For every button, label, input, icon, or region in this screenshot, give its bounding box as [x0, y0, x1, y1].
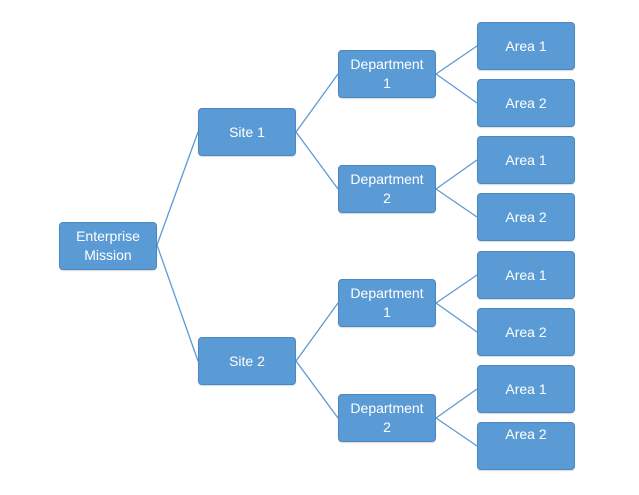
- connector-site-2-department-2: [295, 360, 339, 419]
- department-node-label-line-1: Department: [350, 171, 424, 187]
- connector-site-2-department-1: [295, 302, 339, 362]
- department-node-label-line-2: 1: [383, 75, 391, 91]
- department-node-label-line-1: Department: [350, 400, 424, 416]
- area-node-s2-d1-2: Area 2: [477, 308, 575, 356]
- connector-site-1-department-2: [295, 131, 339, 190]
- area-node-s2-d2-2: Area 2: [477, 422, 575, 470]
- connector-root-site-1: [156, 131, 199, 246]
- department-node-label-line-1: Department: [350, 56, 424, 72]
- department-node-label-line-2: 2: [383, 190, 391, 206]
- connector-s2-d1-area-1: [435, 274, 478, 304]
- root-node-label-line-2: Mission: [84, 247, 132, 263]
- area-node-label: Area 1: [505, 380, 547, 397]
- area-node-s1-d2-1: Area 1: [477, 136, 575, 184]
- connector-s1-d1-area-1: [435, 45, 478, 75]
- department-node-site-2-1: Department 1: [338, 279, 436, 327]
- department-node-site-2-2: Department 2: [338, 394, 436, 442]
- department-node-label-line-2: 1: [383, 304, 391, 320]
- connector-site-1-department-1: [295, 73, 339, 133]
- site-node-1: Site 1: [198, 108, 296, 156]
- connector-s2-d2-area-1: [435, 388, 478, 419]
- area-node-label: Area 2: [505, 94, 547, 111]
- site-node-2: Site 2: [198, 337, 296, 385]
- area-node-label: Area 1: [505, 151, 547, 168]
- department-node-site-1-1: Department 1: [338, 50, 436, 98]
- root-node-enterprise-mission: Enterprise Mission: [59, 222, 157, 270]
- area-node-s1-d1-2: Area 2: [477, 79, 575, 127]
- area-node-s1-d2-2: Area 2: [477, 193, 575, 241]
- connector-s1-d1-area-2: [435, 73, 478, 104]
- connector-s2-d2-area-2: [435, 417, 478, 447]
- department-node-label-line-1: Department: [350, 285, 424, 301]
- area-node-label: Area 2: [505, 208, 547, 225]
- area-node-s2-d1-1: Area 1: [477, 251, 575, 299]
- site-node-label: Site 1: [229, 123, 265, 140]
- connector-root-site-2: [156, 244, 199, 362]
- site-node-label: Site 2: [229, 352, 265, 369]
- area-node-label: Area 2: [505, 323, 547, 340]
- area-node-label: Area 2: [505, 426, 547, 442]
- department-node-site-1-2: Department 2: [338, 165, 436, 213]
- area-node-s2-d2-1: Area 1: [477, 365, 575, 413]
- connector-s1-d2-area-1: [435, 159, 478, 190]
- connector-s1-d2-area-2: [435, 188, 478, 218]
- root-node-label-line-1: Enterprise: [76, 228, 140, 244]
- area-node-label: Area 1: [505, 266, 547, 283]
- area-node-s1-d1-1: Area 1: [477, 22, 575, 70]
- area-node-label: Area 1: [505, 37, 547, 54]
- connector-s2-d1-area-2: [435, 302, 478, 333]
- department-node-label-line-2: 2: [383, 419, 391, 435]
